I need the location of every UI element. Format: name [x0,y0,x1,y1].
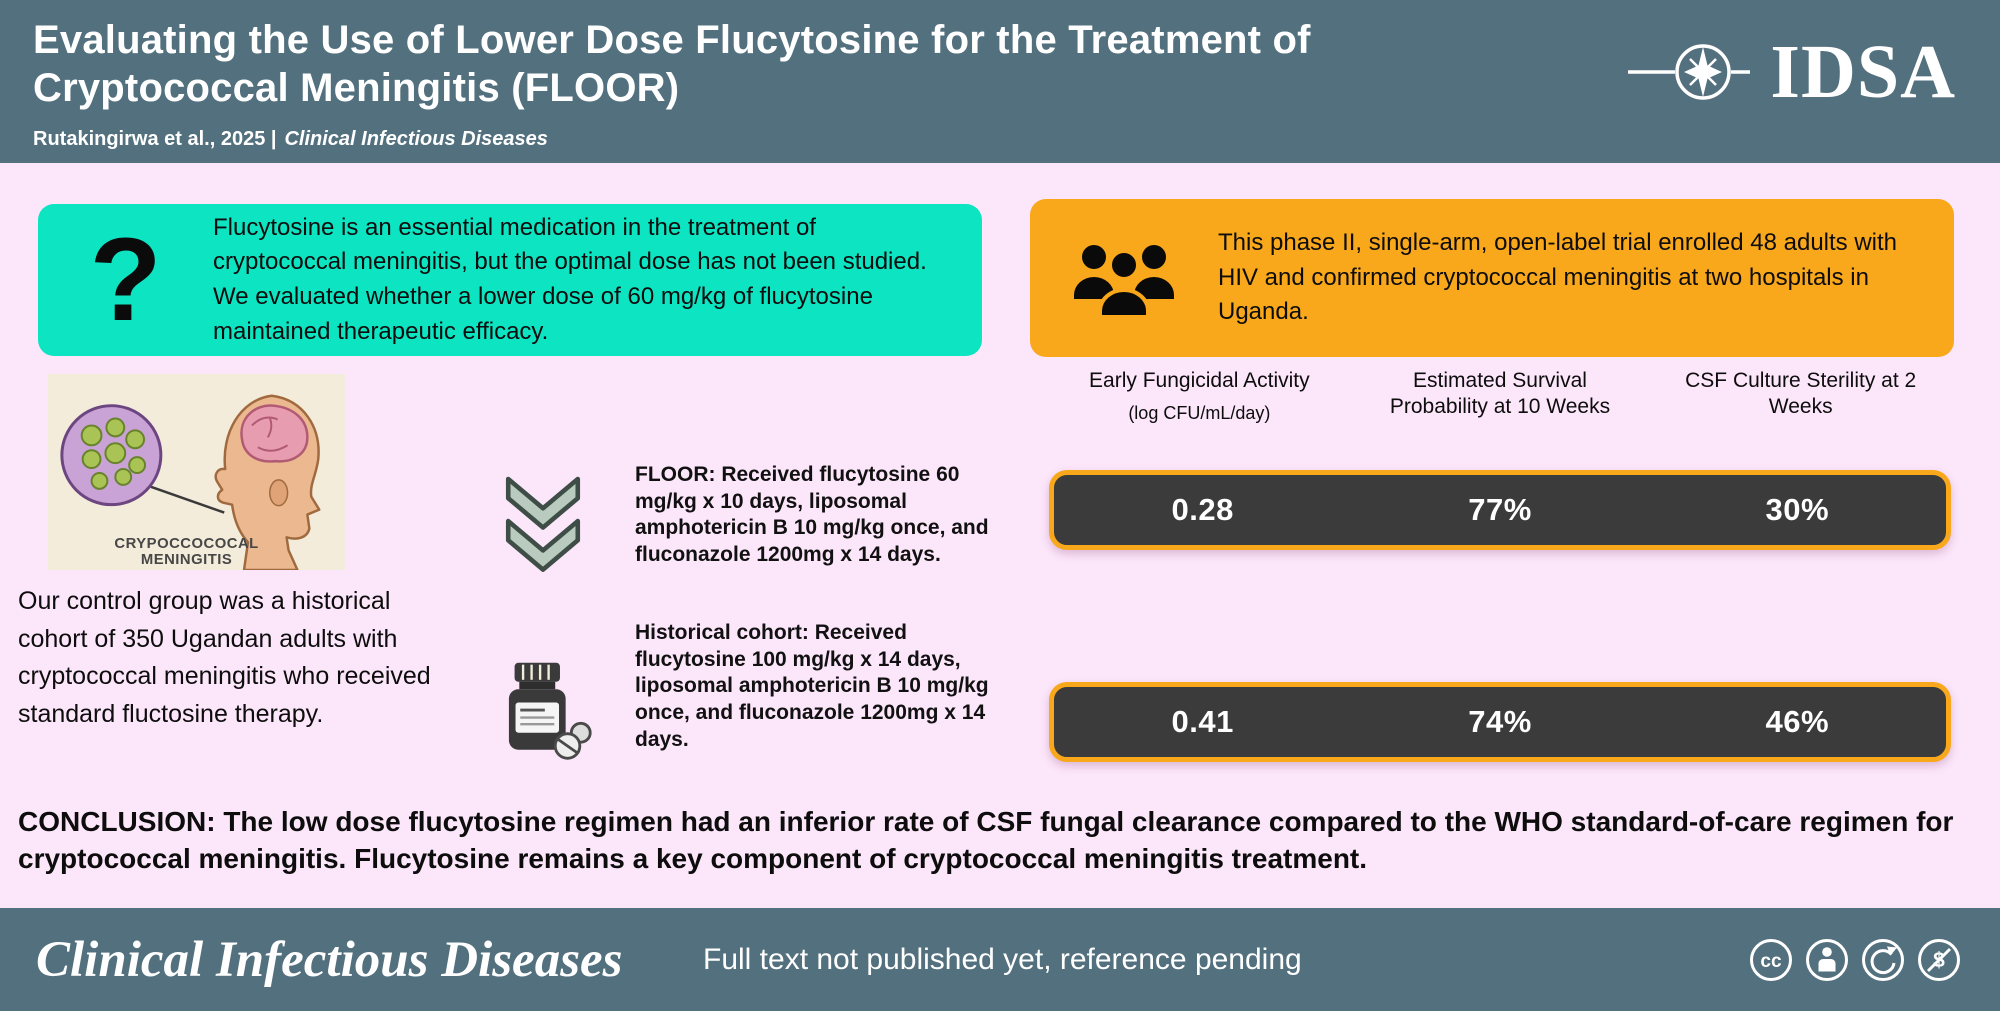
question-box: ? Flucytosine is an essential medication… [38,204,982,356]
results-row-historical: 0.41 74% 46% [1049,682,1951,762]
floor-arm-text: FLOOR: Received flucytosine 60 mg/kg x 1… [635,463,989,566]
brain-shape [240,404,309,463]
citation-authors: Rutakingirwa et al., 2025 | [33,128,277,150]
results-header-efa: Early Fungicidal Activity (log CFU/mL/da… [1049,368,1350,424]
cc-license-icon: cc [1750,938,1792,981]
pill-bottle-icon [490,656,594,766]
cc-by-attribution-icon [1806,938,1848,981]
page-title-line2: Cryptococcal Meningitis (FLOOR) [33,66,680,110]
meningitis-illustration: CRYPOCCOCOCAL MENINGITIS [48,374,345,570]
double-chevron-down-icon [497,468,589,576]
floor-efa-value: 0.28 [1171,492,1234,527]
cc-nc-non-commercial-icon: $ [1918,938,1960,981]
illustration-caption-line2: MENINGITIS [141,552,232,568]
question-mark-icon: ? [89,213,162,346]
results-header-sterility: CSF Culture Sterility at 2 Weeks [1650,368,1951,424]
floor-sterility-value: 30% [1765,492,1830,527]
idsa-compass-icon [1628,44,1751,100]
citation: Rutakingirwa et al., 2025 | Clinical Infe… [33,128,548,151]
footer-banner: Clinical Infectious Diseases Full text n… [0,908,2000,1011]
page-title: Evaluating the Use of Lower Dose Flucyto… [33,16,1311,112]
page-title-line1: Evaluating the Use of Lower Dose Flucyto… [33,18,1311,62]
results-header-sterility-title: CSF Culture Sterility at 2 Weeks [1685,369,1917,419]
footer-journal-wordmark: Clinical Infectious Diseases [36,931,623,988]
people-icon [1074,245,1174,319]
idsa-logo-text: IDSA [1770,30,1956,114]
results-header-efa-title: Early Fungicidal Activity [1089,369,1310,392]
control-group-text: Our control group was a historical cohor… [18,587,431,728]
cc-sa-share-alike-icon [1862,938,1904,981]
population-box: This phase II, single-arm, open-label tr… [1030,199,1954,357]
question-text: Flucytosine is an essential medication i… [213,213,927,345]
footer-note: Full text not published yet, reference p… [703,942,1302,976]
historical-sterility-value: 46% [1765,704,1830,739]
population-text: This phase II, single-arm, open-label tr… [1218,229,1898,326]
svg-text:cc: cc [1760,951,1782,972]
illustration-panel: CRYPOCCOCOCAL MENINGITIS [48,374,345,570]
historical-arm-text: Historical cohort: Received flucytosine … [635,621,989,751]
results-header-efa-subtitle: (log CFU/mL/day) [1128,403,1271,424]
historical-efa-value: 0.41 [1171,704,1234,739]
header-banner: Evaluating the Use of Lower Dose Flucyto… [0,0,2000,163]
illustration-caption-line1: CRYPOCCOCOCAL [114,536,258,552]
historical-survival-value: 74% [1468,704,1532,739]
floor-survival-value: 77% [1468,492,1532,527]
results-row-floor: 0.28 77% 30% [1049,470,1951,550]
results-header-row: Early Fungicidal Activity (log CFU/mL/da… [1049,368,1951,424]
citation-journal: Clinical Infectious Diseases [284,128,548,150]
conclusion-text: CONCLUSION: The low dose flucytosine reg… [18,806,1954,874]
results-header-survival-title: Estimated Survival Probability at 10 Wee… [1389,369,1611,419]
license-icons: cc $ [1748,937,1962,983]
results-header-survival: Estimated Survival Probability at 10 Wee… [1350,368,1651,424]
people-icon-wrap [1030,235,1218,321]
idsa-logo: IDSA [1628,34,1956,110]
